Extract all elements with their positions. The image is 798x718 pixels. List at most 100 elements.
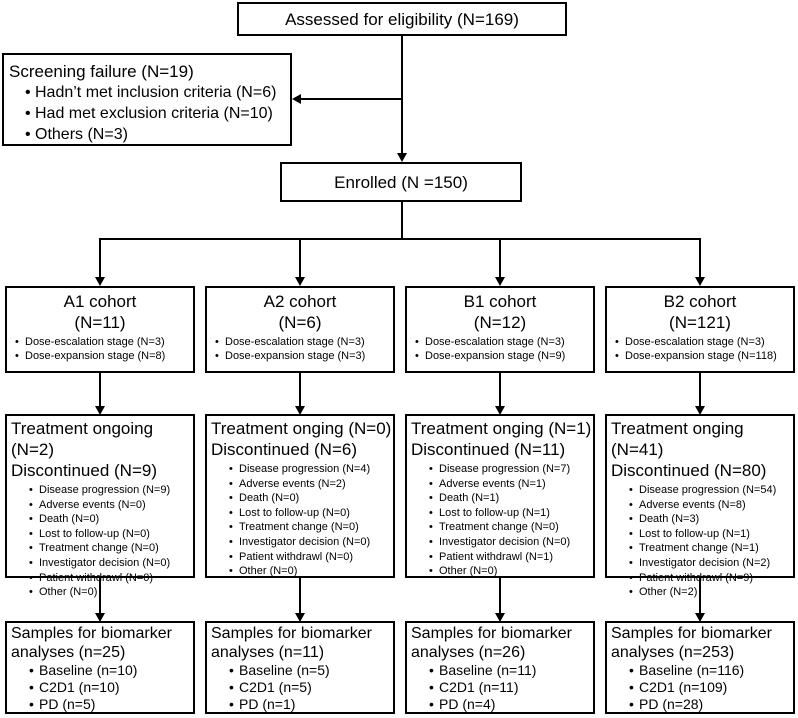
stage-list: Dose-escalation stage (N=3)Dose-expansio… <box>15 335 193 363</box>
discontinued: Discontinued (N=6) <box>211 440 357 459</box>
treatment-ongoing: Treatment ongoing (N=2) <box>11 419 154 459</box>
stage-item: Dose-escalation stage (N=3) <box>615 335 793 349</box>
cohort-header: A2 cohort (N=6) <box>207 291 393 333</box>
connector-cohort <box>99 238 101 278</box>
arrowhead-samples <box>495 613 505 622</box>
reason-item: Other (N=0) <box>229 564 393 579</box>
arrowhead-cohort <box>695 277 705 286</box>
treatment-ongoing: Treatment onging (N=0) <box>211 419 392 438</box>
reason-item: Disease progression (N=54) <box>629 483 793 498</box>
reason-item: Adverse events (N=2) <box>229 477 393 492</box>
samples-item: Baseline (n=10) <box>29 662 193 679</box>
reason-list: Disease progression (N=9)Adverse events … <box>29 483 193 600</box>
reason-item: Lost to follow-up (N=0) <box>229 506 393 521</box>
arrowhead-treatment <box>495 406 505 415</box>
cohort-name: A2 cohort <box>263 292 337 311</box>
stage-item: Dose-escalation stage (N=3) <box>15 335 193 349</box>
connector-cohort <box>699 238 701 278</box>
reason-item: Patient withdrawl (N=0) <box>29 571 193 586</box>
samples-title: Samples for biomarker <box>411 625 572 642</box>
samples-list: Baseline (n=5)C2D1 (n=5)PD (n=1) <box>229 662 393 713</box>
arrowhead-cohort <box>495 277 505 286</box>
connector-samples <box>499 578 501 614</box>
treatment-ongoing: Treatment onging (N=1) <box>411 419 592 438</box>
samples-item: C2D1 (n=5) <box>229 679 393 696</box>
connector-treatment <box>99 373 101 407</box>
reason-item: Disease progression (N=9) <box>29 483 193 498</box>
cohort-header: B1 cohort (N=12) <box>407 291 593 333</box>
enrolled-box: Enrolled (N =150) <box>280 162 522 202</box>
stage-list: Dose-escalation stage (N=3)Dose-expansio… <box>615 335 793 363</box>
connector-enrolled-down <box>401 202 403 240</box>
arrowhead-screening <box>292 94 301 104</box>
reason-item: Death (N=3) <box>629 512 793 527</box>
reason-item: Disease progression (N=4) <box>229 462 393 477</box>
stage-item: Dose-escalation stage (N=3) <box>415 335 593 349</box>
stage-item: Dose-expansion stage (N=3) <box>215 349 393 363</box>
reason-item: Adverse events (N=8) <box>629 498 793 513</box>
treatment-box: Treatment onging (N=0) Discontinued (N=6)… <box>205 414 395 578</box>
stage-item: Dose-escalation stage (N=3) <box>215 335 393 349</box>
reason-item: Investigator decision (N=0) <box>29 556 193 571</box>
screening-title: Screening failure (N=19) <box>9 62 194 81</box>
reason-item: Treatment change (N=0) <box>29 541 193 556</box>
samples-list: Baseline (n=10)C2D1 (n=10)PD (n=5) <box>29 662 193 713</box>
arrowhead-treatment <box>295 406 305 415</box>
treatment-box: Treatment onging (N=1) Discontinued (N=11… <box>405 414 595 578</box>
reason-item: Disease progression (N=7) <box>429 462 593 477</box>
connector-treatment <box>299 373 301 407</box>
connector-branch <box>99 238 700 240</box>
cohort-n: (N=12) <box>473 313 527 332</box>
screening-list: Hadn’t met inclusion criteria (N=6) Had … <box>25 82 290 145</box>
arrowhead-enrolled <box>397 153 407 162</box>
samples-total: analyses (n=26) <box>411 644 526 661</box>
cohort-name: B1 cohort <box>463 292 537 311</box>
connector-treatment <box>699 373 701 407</box>
samples-title: Samples for biomarker <box>211 625 372 642</box>
treatment-ongoing: Treatment onging (N=41) <box>611 419 744 459</box>
screening-box: Screening failure (N=19) Hadn’t met incl… <box>2 53 292 146</box>
reason-item: Treatment change (N=1) <box>629 541 793 556</box>
eligibility-label: Assessed for eligibility (N=169) <box>285 10 519 29</box>
samples-item: Baseline (n=116) <box>629 662 793 679</box>
arrowhead-cohort <box>95 277 105 286</box>
reason-item: Patient withdrawl (N=0) <box>229 550 393 565</box>
arrowhead-samples <box>295 613 305 622</box>
connector-cohort <box>499 238 501 278</box>
cohort-n: (N=121) <box>669 313 731 332</box>
discontinued: Discontinued (N=11) <box>411 440 566 459</box>
connector-main-top <box>401 36 403 154</box>
cohort-name: A1 cohort <box>63 292 137 311</box>
arrowhead-cohort <box>295 277 305 286</box>
reason-item: Investigator decision (N=2) <box>629 556 793 571</box>
stage-list: Dose-escalation stage (N=3)Dose-expansio… <box>215 335 393 363</box>
samples-title: Samples for biomarker <box>11 625 172 642</box>
samples-total: analyses (n=253) <box>611 644 735 661</box>
connector-samples <box>99 578 101 614</box>
cohort-header: A1 cohort (N=11) <box>7 291 193 333</box>
reason-item: Patient withdrawl (N=9) <box>629 571 793 586</box>
reason-item: Death (N=1) <box>429 491 593 506</box>
samples-item: C2D1 (n=10) <box>29 679 193 696</box>
eligibility-box: Assessed for eligibility (N=169) <box>237 2 567 36</box>
cohort-n: (N=6) <box>278 313 322 332</box>
reason-item: Investigator decision (N=0) <box>229 535 393 550</box>
screening-item: Others (N=3) <box>25 124 290 145</box>
stage-list: Dose-escalation stage (N=3)Dose-expansio… <box>415 335 593 363</box>
connector-samples <box>299 578 301 614</box>
reason-item: Investigator decision (N=0) <box>429 535 593 550</box>
reason-item: Patient withdrawl (N=1) <box>429 550 593 565</box>
reason-list: Disease progression (N=54)Adverse events… <box>629 483 793 600</box>
samples-item: C2D1 (n=109) <box>629 679 793 696</box>
cohort-box: A2 cohort (N=6) Dose-escalation stage (N=3… <box>205 286 395 373</box>
cohort-n: (N=11) <box>74 313 126 332</box>
arrowhead-samples <box>695 613 705 622</box>
connector-treatment <box>499 373 501 407</box>
samples-item: Baseline (n=5) <box>229 662 393 679</box>
arrowhead-samples <box>95 613 105 622</box>
screening-item: Hadn’t met inclusion criteria (N=6) <box>25 82 290 103</box>
stage-item: Dose-expansion stage (N=8) <box>15 349 193 363</box>
